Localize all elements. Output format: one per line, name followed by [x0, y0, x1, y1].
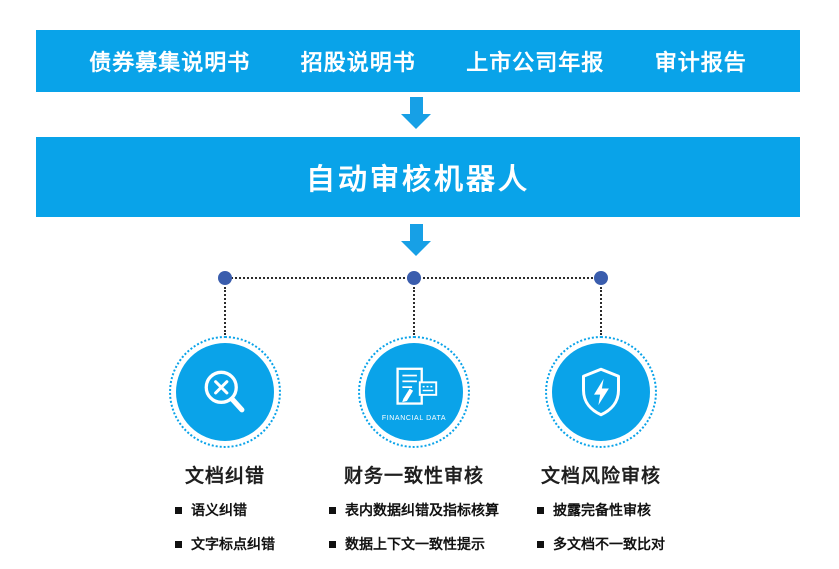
arrow-head — [401, 114, 431, 129]
bullet-item: 表内数据纠错及指标核算 — [329, 500, 499, 520]
document-type-label: 招股说明书 — [300, 50, 416, 75]
vertical-dotted-connector — [600, 287, 602, 335]
bullet-item: 语义纠错 — [175, 500, 275, 520]
connector-dot — [594, 271, 608, 285]
document-type-label: 上市公司年报 — [466, 50, 605, 75]
bullet-text: 数据上下文一致性提示 — [345, 536, 485, 552]
shield-lightning-icon — [552, 343, 650, 441]
down-arrow-icon — [400, 224, 432, 256]
feature-bullet-list: 表内数据纠错及指标核算 数据上下文一致性提示 — [329, 500, 499, 568]
feature-doc-correction: 文档纠错 语义纠错 文字标点纠错 — [130, 336, 320, 568]
document-type-label: 审计报告 — [654, 50, 747, 75]
bullet-square-icon — [537, 506, 544, 514]
bullet-item: 文字标点纠错 — [175, 534, 275, 554]
bullet-text: 语义纠错 — [191, 502, 247, 518]
bullet-text: 披露完备性审核 — [553, 502, 651, 518]
connector-dot — [218, 271, 232, 285]
feature-title: 文档风险审核 — [540, 466, 661, 487]
magnifier-x-icon — [176, 343, 274, 441]
vertical-dotted-connector — [413, 287, 415, 335]
bullet-text: 文字标点纠错 — [191, 536, 275, 552]
feature-bullet-list: 语义纠错 文字标点纠错 — [175, 500, 275, 568]
arrow-shaft — [409, 97, 423, 114]
robot-title: 自动审核机器人 — [305, 164, 530, 196]
icon-ring: FINANCIAL DATA — [358, 336, 470, 448]
arrow-head — [401, 241, 431, 256]
bullet-item: 披露完备性审核 — [537, 500, 665, 520]
bullet-square-icon — [329, 540, 336, 548]
bullet-item: 多文档不一致比对 — [537, 534, 665, 554]
financial-document-icon: FINANCIAL DATA — [365, 343, 463, 441]
arrow-shaft — [409, 224, 423, 241]
robot-banner: 自动审核机器人 — [36, 137, 800, 217]
feature-title: 文档纠错 — [184, 466, 265, 487]
icon-ring — [545, 336, 657, 448]
feature-doc-risk: 文档风险审核 披露完备性审核 多文档不一致比对 — [506, 336, 696, 568]
financial-data-caption: FINANCIAL DATA — [381, 414, 447, 422]
feature-financial-consistency: FINANCIAL DATA 财务一致性审核 表内数据纠错及指标核算 数据上下文… — [319, 336, 509, 568]
connector-dot — [407, 271, 421, 285]
bullet-square-icon — [175, 540, 182, 548]
bullet-square-icon — [175, 506, 182, 514]
document-type-label: 债券募集说明书 — [89, 50, 251, 75]
icon-ring — [169, 336, 281, 448]
bullet-text: 多文档不一致比对 — [553, 536, 665, 552]
vertical-dotted-connector — [224, 287, 226, 335]
bullet-text: 表内数据纠错及指标核算 — [345, 502, 499, 518]
document-types-banner: 债券募集说明书 招股说明书 上市公司年报 审计报告 — [36, 30, 800, 92]
down-arrow-icon — [400, 97, 432, 129]
feature-title: 财务一致性审核 — [343, 466, 484, 487]
bullet-square-icon — [537, 540, 544, 548]
feature-bullet-list: 披露完备性审核 多文档不一致比对 — [537, 500, 665, 568]
bullet-square-icon — [329, 506, 336, 514]
bullet-item: 数据上下文一致性提示 — [329, 534, 499, 554]
